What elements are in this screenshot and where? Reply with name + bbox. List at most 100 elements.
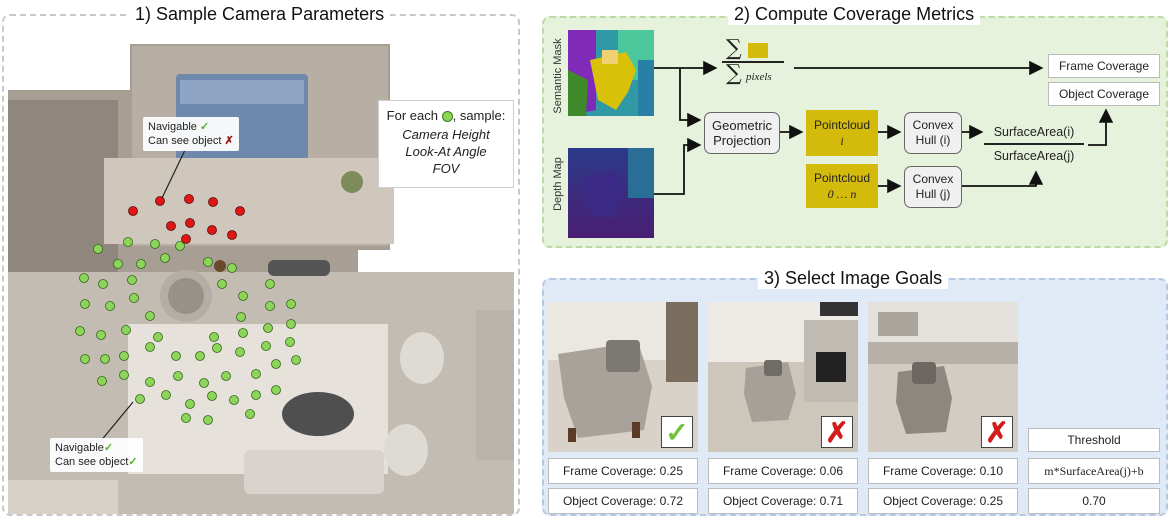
convex-hull-i-label: Convex [912,118,954,132]
callout-bottom: Navigable✓ Can see object✓ [50,438,143,472]
threshold-label: Threshold [1028,428,1160,452]
green-sample-dot [227,263,237,273]
callout-bottom-see-object: Can see object [55,456,129,468]
geometric-projection-box: Geometric Projection [704,112,780,154]
threshold-formula: m*SurfaceArea(j)+b [1028,458,1160,484]
green-sample-dot [97,376,107,386]
object-coverage-output: Object Coverage [1048,82,1160,106]
green-sample-dot [175,241,185,251]
green-sample-dot [100,354,110,364]
green-sample-dot [153,332,163,342]
pointcloud-i-box: Pointcloud i [806,110,878,156]
ratio-denominator: SurfaceArea(j) [993,148,1075,163]
green-sample-dot [235,347,245,357]
green-sample-dot [160,253,170,263]
green-sample-dot [75,326,85,336]
green-sample-dot [212,343,222,353]
frame-coverage-3: Frame Coverage: 0.10 [868,458,1018,484]
green-sample-dot [145,311,155,321]
sample-dots [75,147,301,443]
green-sample-dot [135,394,145,404]
green-sample-dot [145,342,155,352]
callout-line-top [161,147,187,199]
green-sample-dot [145,377,155,387]
callout-top-navigable: Navigable [148,121,197,133]
green-sample-dot [217,279,227,289]
green-sample-dot [236,312,246,322]
depth-map-image [568,148,654,238]
panel3-title: 3) Select Image Goals [758,268,949,289]
green-sample-dot [271,385,281,395]
green-sample-dot [199,378,209,388]
param-fov: FOV [432,161,460,176]
green-sample-dot [221,371,231,381]
green-sample-dot [121,325,131,335]
frame-coverage-2: Frame Coverage: 0.06 [708,458,858,484]
sample-parameters-box: For each , sample: Camera Height Look-At… [378,100,514,188]
pointcloud-n-sub: 0 … n [827,187,857,201]
green-sample-dot [285,337,295,347]
green-sample-dot [238,291,248,301]
sample-intro: For each [386,108,438,123]
green-sample-dot [93,244,103,254]
frame-coverage-output: Frame Coverage [1048,54,1160,78]
object-coverage-2: Object Coverage: 0.71 [708,488,858,514]
green-sample-dot [173,371,183,381]
gold-swatch [748,43,768,58]
green-sample-dot [263,323,273,333]
green-sample-dot [150,239,160,249]
green-sample-dot [119,351,129,361]
red-dots-group [128,194,245,244]
depth-map-label: Depth Map [552,157,564,211]
panel1-title: 1) Sample Camera Parameters [129,4,391,25]
green-sample-dot [203,257,213,267]
green-dot-icon [441,111,453,123]
callout-bottom-navigable: Navigable [55,442,104,454]
green-sample-dot [238,328,248,338]
green-sample-dot [245,409,255,419]
red-sample-dot [227,230,237,240]
green-sample-dot [98,279,108,289]
check-icon: ✓ [199,121,210,133]
green-sample-dot [207,391,217,401]
green-sample-dot [286,299,296,309]
red-sample-dot [128,206,138,216]
green-sample-dot [286,319,296,329]
green-sample-dot [229,395,239,405]
ratio-numerator: SurfaceArea(i) [993,125,1075,139]
panel2-title: 2) Compute Coverage Metrics [728,4,981,25]
green-sample-dot [119,370,129,380]
semantic-mask-image [568,30,654,116]
green-sample-dot [251,390,261,400]
sample-intro-end: , sample: [452,108,506,123]
green-sample-dot [79,273,89,283]
pointcloud-i-label: Pointcloud [813,118,871,132]
semantic-mask-label: Semantic Mask [552,38,564,114]
green-sample-dot [127,275,137,285]
callout-line-bottom [99,401,134,443]
green-sample-dot [209,332,219,342]
red-sample-dot [155,196,165,206]
goal-image-1 [548,302,698,452]
green-sample-dot [161,390,171,400]
object-coverage-1: Object Coverage: 0.72 [548,488,698,514]
check-icon: ✓ [128,456,138,468]
pointcloud-n-label: Pointcloud [813,171,871,185]
sum-symbol-top: ∑ [726,36,742,61]
param-camera-height: Camera Height [402,127,490,142]
reject-cross-icon: ✗ [981,416,1013,448]
threshold-value: 0.70 [1028,488,1160,514]
param-look-at-angle: Look-At Angle [405,144,487,159]
threshold-formula-text: m*SurfaceArea(j)+b [1044,463,1144,478]
red-sample-dot [235,206,245,216]
callout-top-see-object: Can see object [148,135,222,147]
cross-icon: ✗ [224,135,234,147]
green-sample-dot [171,351,181,361]
green-sample-dot [265,301,275,311]
callout-top: Navigable ✓ Can see object ✗ [143,117,239,151]
object-coverage-3: Object Coverage: 0.25 [868,488,1018,514]
green-sample-dot [136,259,146,269]
convex-hull-j-label: Convex [912,172,954,186]
green-sample-dot [261,341,271,351]
green-sample-dot [291,355,301,365]
